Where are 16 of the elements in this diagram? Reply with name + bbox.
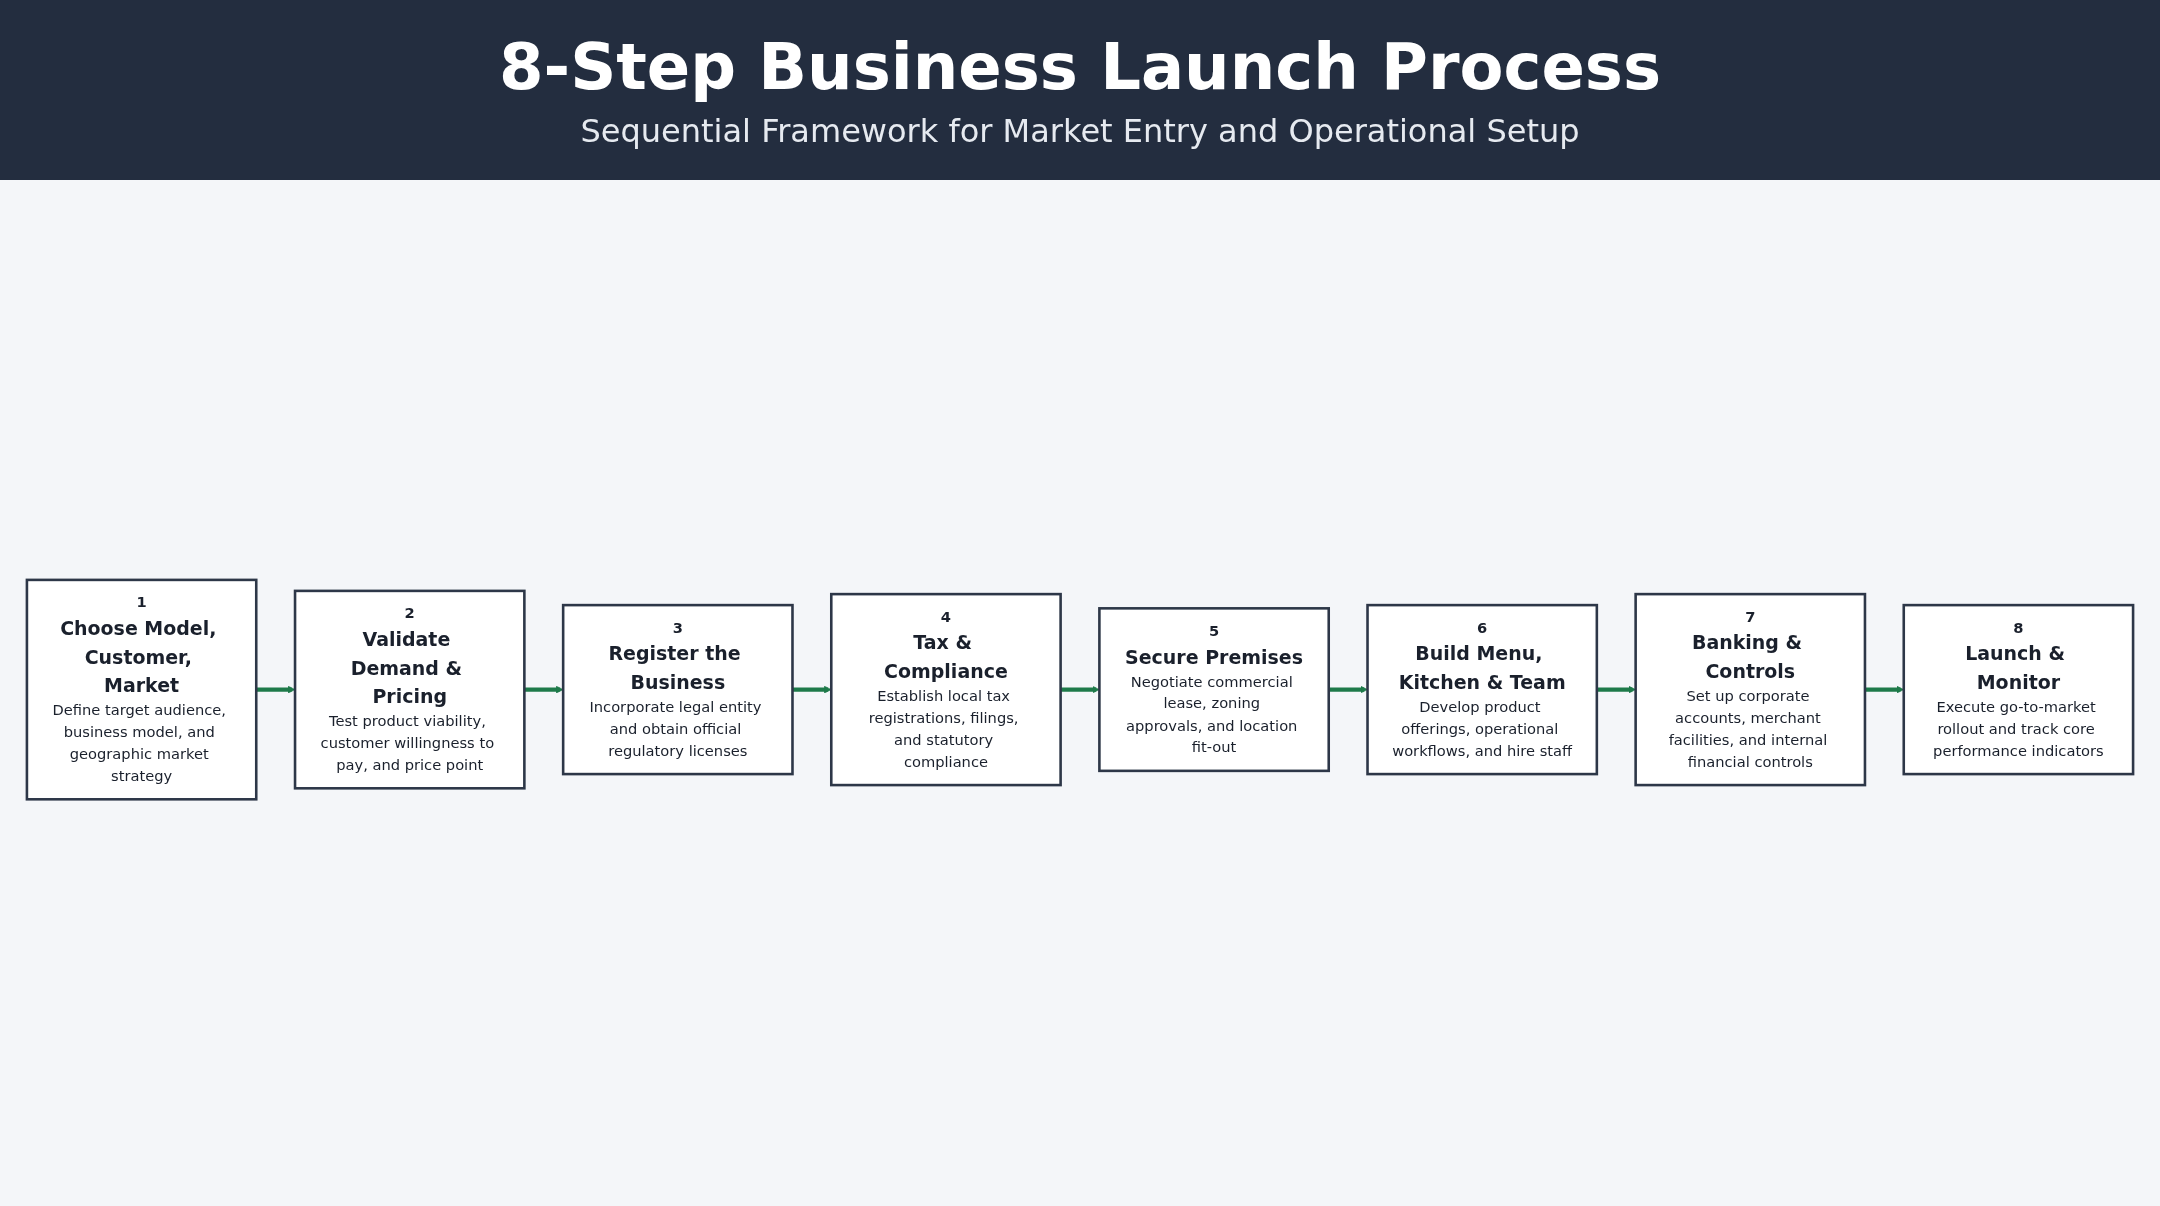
title: 8-Step Business Launch Process: [499, 30, 1661, 104]
node-box: 3 Register the Business Incorporate legal entity and obtain official regulatory licenses: [561, 604, 794, 776]
node-box: 5 Secure Premises Negotiate commercial lease, zoning approvals, and location fit-out: [1098, 607, 1330, 773]
arrow: [1060, 686, 1100, 694]
arrow: [792, 686, 832, 694]
arrow: [524, 686, 564, 694]
arrow: [1596, 686, 1636, 694]
node-box: 6 Build Menu, Kitchen & Team Develop product offerings, operational workflows, and hire staff: [1366, 604, 1599, 776]
node-box: 7 Banking & Controls Set up corporate accounts, merchant facilities, and internal financial controls: [1634, 593, 1867, 787]
node-box: 2 Validate Demand & Pricing Test product viability, customer willingness to pay, and price point: [293, 590, 526, 790]
arrow: [256, 686, 296, 694]
subtitle: Sequential Framework for Market Entry and Operational Setup: [580, 112, 1580, 150]
arrow: [1328, 686, 1368, 694]
node-box: 4 Tax & Compliance Establish local tax registrations, filings, and statutory compliance: [830, 593, 1062, 787]
node-box: 1 Choose Model, Customer, Market Define target audience, business model, and geographic market strategy: [25, 579, 258, 801]
node-box: 8 Launch & Monitor Execute go-to-market rollout and track core performance indicators: [1902, 604, 2135, 776]
